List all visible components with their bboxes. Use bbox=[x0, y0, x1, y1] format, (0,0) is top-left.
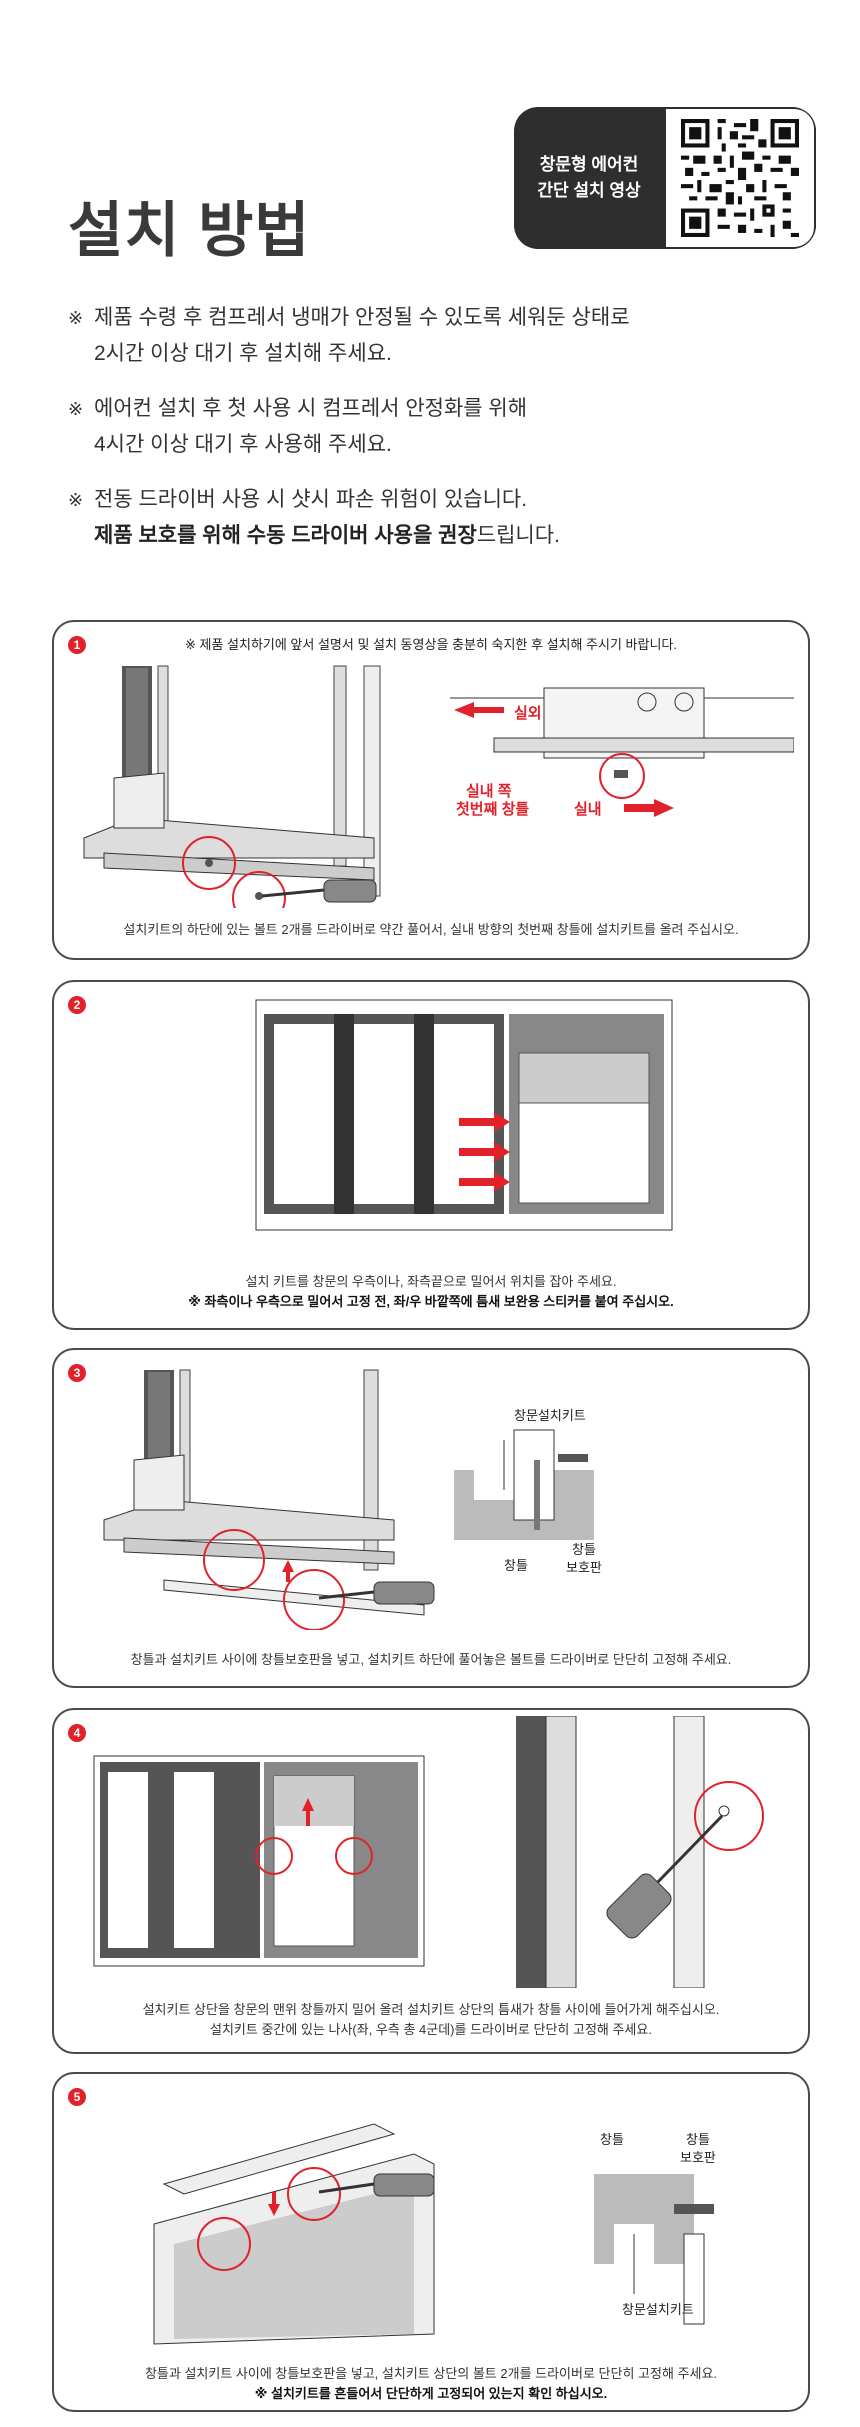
note-1: ※ 제품 수령 후 컴프레서 냉매가 안정될 수 있도록 세워둔 상태로 2시간… bbox=[68, 300, 808, 372]
step-4-caption: 설치키트 상단을 창문의 맨위 창틀까지 밀어 올려 설치키트 상단의 틈새가 … bbox=[54, 2000, 808, 2040]
step-5-caption: 창틀과 설치키트 사이에 창틀보호판을 넣고, 설치키트 상단의 볼트 2개를 … bbox=[54, 2364, 808, 2404]
caption-bold-text: ※ 설치키트를 흔들어서 단단하게 고정되어 있는지 확인 하십시오. bbox=[254, 2386, 608, 2401]
step-top-note: ※ 제품 설치하기에 앞서 설명서 및 설치 동영상을 충분히 숙지한 후 설치… bbox=[184, 637, 678, 652]
label-frame: 창틀 bbox=[504, 1558, 528, 1573]
header: 설치 방법 창문형 에어컨 간단 설치 영상 bbox=[0, 0, 860, 300]
qr-code[interactable] bbox=[664, 107, 816, 249]
label-guard-line2: 보호판 bbox=[566, 1560, 602, 1575]
qr-video-card[interactable]: 창문형 에어컨 간단 설치 영상 bbox=[514, 107, 816, 249]
qr-label-line2: 간단 설치 영상 bbox=[537, 181, 641, 200]
note-line: 4시간 이상 대기 후 사용해 주세요. bbox=[94, 433, 392, 456]
note-line: 에어컨 설치 후 첫 사용 시 컴프레서 안정화를 위해 bbox=[94, 397, 528, 420]
step-number-badge: 5 bbox=[68, 2088, 86, 2106]
step-5-panel: 5 창틀 창틀 보호판 창문설치키트 창틀과 설치키트 사이에 창틀보호판을 넣… bbox=[52, 2072, 810, 2412]
label-kit: 창문설치키트 bbox=[622, 2302, 694, 2317]
qr-label-line1: 창문형 에어컨 bbox=[539, 155, 639, 174]
step-3-panel: 3 창문설치키트 창틀 창틀 보호판 창틀과 설치키트 사이에 창틀보호판을 넣… bbox=[52, 1348, 810, 1688]
label-frame-line1: 실내 쪽 bbox=[466, 783, 512, 800]
step-3-illustration: 창문설치키트 창틀 창틀 보호판 bbox=[103, 1369, 602, 1630]
label-frame-line2: 첫번째 창틀 bbox=[456, 801, 529, 818]
note-mark: ※ bbox=[68, 399, 84, 419]
label-guard-line1: 창틀 bbox=[686, 2132, 710, 2147]
label-guard-line2: 보호판 bbox=[680, 2150, 716, 2165]
step-4-panel: 4 설치키트 상단을 창문의 맨위 창틀까지 밀어 올려 설치키트 상단의 틈새… bbox=[52, 1708, 810, 2054]
step-2-caption: 설치 키트를 창문의 우측이나, 좌측끝으로 밀어서 위치를 잡아 주세요. ※… bbox=[54, 1272, 808, 1312]
step-number-badge: 4 bbox=[68, 1724, 86, 1742]
label-frame: 창틀 bbox=[600, 2132, 624, 2147]
step-1-panel: 1 ※ 제품 설치하기에 앞서 설명서 및 설치 동영상을 충분히 숙지한 후 … bbox=[52, 620, 810, 960]
note-line-emphasis: 제품 보호를 위해 수동 드라이버 사용을 권장드립니다. bbox=[94, 518, 808, 554]
label-inside: 실내 bbox=[574, 801, 602, 818]
note-mark: ※ bbox=[68, 490, 84, 510]
qr-label: 창문형 에어컨 간단 설치 영상 bbox=[514, 107, 664, 249]
caption-line: 설치키트 상단을 창문의 맨위 창틀까지 밀어 올려 설치키트 상단의 틈새가 … bbox=[142, 2002, 720, 2017]
step-number-badge: 1 bbox=[68, 636, 86, 654]
qr-code-icon bbox=[681, 119, 799, 237]
label-outside: 실외 bbox=[514, 704, 542, 722]
note-line: 제품 수령 후 컴프레서 냉매가 안정될 수 있도록 세워둔 상태로 bbox=[94, 306, 630, 329]
caption-line-emphasis: ※ 설치키트를 흔들어서 단단하게 고정되어 있는지 확인 하십시오. bbox=[54, 2384, 808, 2404]
step-2-panel: 2 설치 키트를 창문의 우측이나, 좌측끝으로 밀어서 위치를 잡아 주세요.… bbox=[52, 980, 810, 1330]
step-1-illustration: 실외 실내 쪽 첫번째 창틀 실내 bbox=[83, 665, 794, 908]
note-line: 전동 드라이버 사용 시 샷시 파손 위험이 있습니다. bbox=[94, 488, 528, 511]
note-bold-text: 제품 보호를 위해 수동 드라이버 사용을 권장 bbox=[94, 524, 477, 547]
caption-line: 창틀과 설치키트 사이에 창틀보호판을 넣고, 설치키트 상단의 볼트 2개를 … bbox=[144, 2366, 718, 2381]
label-kit: 창문설치키트 bbox=[514, 1408, 586, 1423]
step-5-illustration: 창틀 창틀 보호판 창문설치키트 bbox=[153, 2123, 716, 2345]
step-3-caption: 창틀과 설치키트 사이에 창틀보호판을 넣고, 설치키트 하단에 풀어놓은 볼트… bbox=[130, 1652, 732, 1667]
page-title: 설치 방법 bbox=[68, 197, 311, 264]
step-1-caption: 설치키트의 하단에 있는 볼트 2개를 드라이버로 약간 풀어서, 실내 방향의… bbox=[123, 922, 739, 937]
step-number-badge: 2 bbox=[68, 996, 86, 1014]
caption-line: 설치키트 중간에 있는 나사(좌, 우측 총 4군데)를 드라이버로 단단히 고… bbox=[210, 2022, 652, 2037]
step-number-badge: 3 bbox=[68, 1364, 86, 1382]
caption-line-emphasis: ※ 좌측이나 우측으로 밀어서 고정 전, 좌/우 바깥쪽에 틈새 보완용 스티… bbox=[54, 1292, 808, 1312]
label-guard-line1: 창틀 bbox=[572, 1542, 596, 1557]
precaution-notes: ※ 제품 수령 후 컴프레서 냉매가 안정될 수 있도록 세워둔 상태로 2시간… bbox=[68, 300, 808, 573]
step-2-illustration bbox=[255, 999, 673, 1231]
note-2: ※ 에어컨 설치 후 첫 사용 시 컴프레서 안정화를 위해 4시간 이상 대기… bbox=[68, 391, 808, 463]
note-3: ※ 전동 드라이버 사용 시 샷시 파손 위험이 있습니다. 제품 보호를 위해… bbox=[68, 482, 808, 554]
note-mark: ※ bbox=[68, 308, 84, 328]
caption-bold-text: ※ 좌측이나 우측으로 밀어서 고정 전, 좌/우 바깥쪽에 틈새 보완용 스티… bbox=[188, 1294, 674, 1309]
step-4-illustration bbox=[93, 1716, 764, 1988]
caption-line: 설치 키트를 창문의 우측이나, 좌측끝으로 밀어서 위치를 잡아 주세요. bbox=[245, 1274, 617, 1289]
note-rest-text: 드립니다. bbox=[476, 524, 560, 547]
note-line: 2시간 이상 대기 후 설치해 주세요. bbox=[94, 342, 392, 365]
